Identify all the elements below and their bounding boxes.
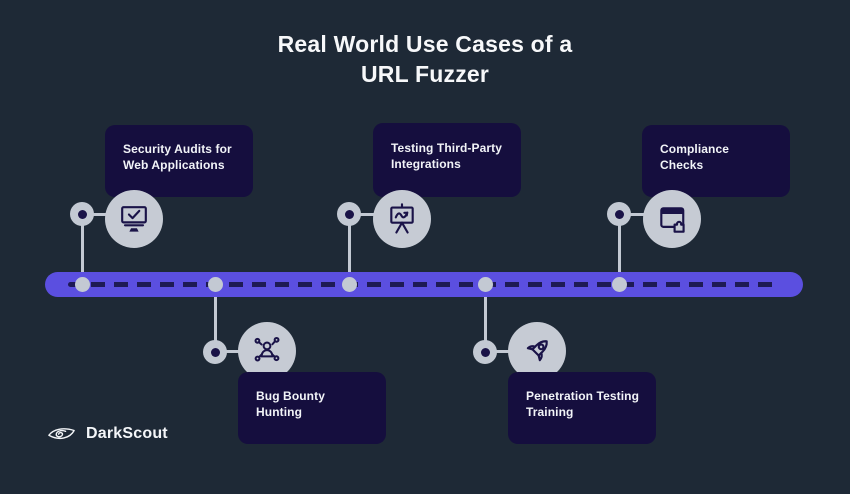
connector-line-security-audits xyxy=(80,214,84,284)
card-label-line2: Training xyxy=(526,405,574,419)
timeline-dot-third-party xyxy=(341,277,357,292)
card-bug-bounty: Bug Bounty Hunting xyxy=(238,372,386,444)
icon-circle-pentest xyxy=(508,322,566,380)
card-label-line1: Testing Third-Party xyxy=(391,141,503,155)
connector-line-compliance xyxy=(617,214,621,284)
card-label-line1: Penetration Testing xyxy=(526,389,640,403)
icon-circle-security-audits xyxy=(105,190,163,248)
node-dot xyxy=(480,347,490,357)
card-label-line2: Hunting xyxy=(256,405,303,419)
card-label-line1: Compliance xyxy=(660,142,730,156)
timeline-dot-bug-bounty xyxy=(207,277,223,292)
page-title: Real World Use Cases of a URL Fuzzer xyxy=(0,29,850,89)
brand-name: DarkScout xyxy=(86,425,168,442)
node-dot xyxy=(614,209,624,219)
timeline-dashed-line xyxy=(68,282,780,287)
card-label-line1: Bug Bounty xyxy=(256,389,325,403)
timeline-dot-security-audits xyxy=(74,277,90,292)
card-label-line2: Integrations xyxy=(391,157,461,171)
node-dot xyxy=(77,209,87,219)
eye-swirl-icon xyxy=(48,428,75,440)
node-dot xyxy=(344,209,354,219)
card-security-audits: Security Audits for Web Applications xyxy=(105,125,253,197)
node-circle-bug-bounty xyxy=(203,340,227,364)
monitor-check-icon xyxy=(121,206,147,232)
node-circle-third-party xyxy=(337,202,361,226)
icon-circle-third-party xyxy=(373,190,431,248)
card-compliance: Compliance Checks xyxy=(642,125,790,197)
card-label-line2: Web Applications xyxy=(123,158,225,172)
node-dot xyxy=(210,347,220,357)
brand-logo: DarkScout xyxy=(46,423,168,445)
connector-line-bug-bounty xyxy=(213,284,217,352)
person-network-icon xyxy=(254,336,280,362)
connector-line-pentest xyxy=(483,284,487,352)
rocket-icon xyxy=(526,340,548,362)
node-circle-compliance xyxy=(607,202,631,226)
browser-puzzle-icon xyxy=(660,207,685,233)
icon-circle-compliance xyxy=(643,190,701,248)
page-title-line2: URL Fuzzer xyxy=(360,61,490,87)
card-pentest: Penetration Testing Training xyxy=(508,372,656,444)
presentation-chart-icon xyxy=(390,203,414,234)
page-title-line1: Real World Use Cases of a xyxy=(277,31,573,57)
card-label-line2: Checks xyxy=(660,158,704,172)
card-third-party: Testing Third-Party Integrations xyxy=(373,123,521,197)
timeline-dot-pentest xyxy=(477,277,493,292)
card-label-line1: Security Audits for xyxy=(123,142,232,156)
timeline-bar xyxy=(45,272,803,297)
node-circle-security-audits xyxy=(70,202,94,226)
timeline-dot-compliance xyxy=(611,277,627,292)
connector-line-third-party xyxy=(347,214,351,284)
node-circle-pentest xyxy=(473,340,497,364)
icon-circle-bug-bounty xyxy=(238,322,296,380)
